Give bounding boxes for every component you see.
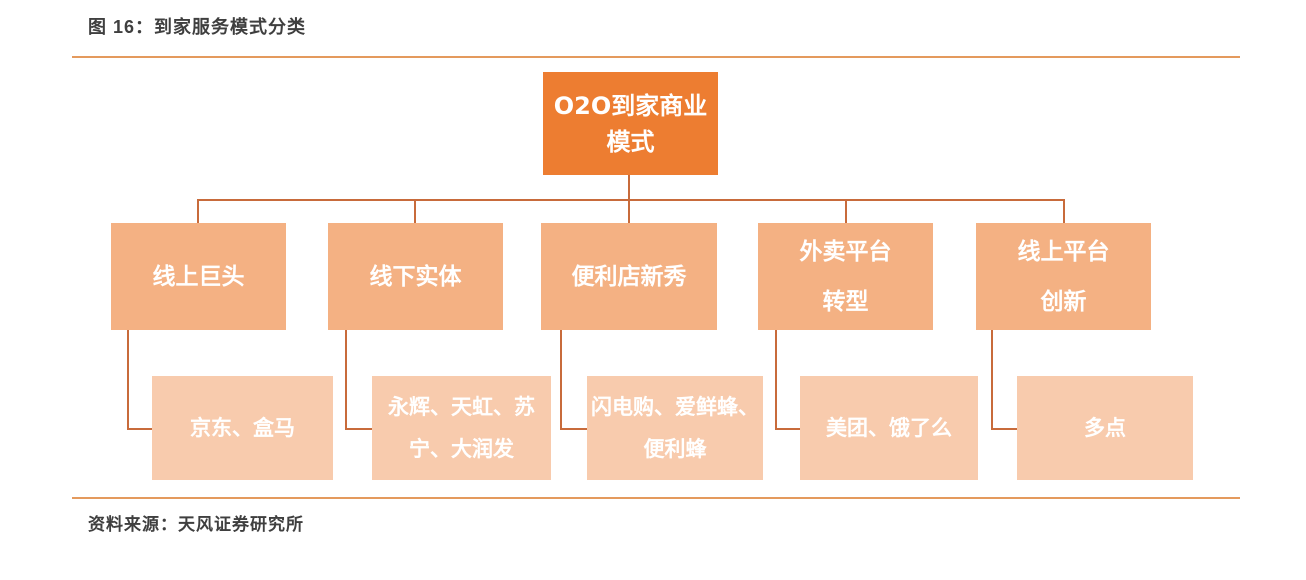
node-examples-online-platform-innovation: 多点 [1017, 376, 1193, 480]
node-o2o-root: O2O到家商业 模式 [543, 72, 718, 175]
node-examples-offline-retail: 永辉、天虹、苏 宁、大润发 [372, 376, 551, 480]
connector-elbow-v-1 [127, 330, 129, 430]
node-category-delivery-platform-transition: 外卖平台 转型 [758, 223, 933, 330]
figure-title: 图 16：到家服务模式分类 [88, 17, 307, 37]
source-note: 资料来源：天风证券研究所 [88, 515, 304, 534]
connector-elbow-h-1 [127, 428, 154, 430]
connector-elbow-h-5 [991, 428, 1019, 430]
connector-elbow-v-2 [345, 330, 347, 430]
connector-elbow-v-3 [560, 330, 562, 430]
connector-elbow-v-4 [775, 330, 777, 430]
connector-elbow-h-3 [560, 428, 589, 430]
connector-drop-4 [845, 199, 847, 225]
connector-drop-3 [628, 199, 630, 225]
connector-drop-1 [197, 199, 199, 225]
connector-root-stem [628, 175, 630, 200]
footer-divider [72, 497, 1240, 499]
connector-drop-5 [1063, 199, 1065, 225]
node-category-offline-retail: 线下实体 [328, 223, 503, 330]
node-examples-online-giants: 京东、盒马 [152, 376, 333, 480]
connector-bus [197, 199, 1065, 201]
node-category-online-platform-innovation: 线上平台 创新 [976, 223, 1151, 330]
connector-elbow-h-2 [345, 428, 374, 430]
node-examples-convenience-newcomers: 闪电购、爱鲜蜂、 便利蜂 [587, 376, 763, 480]
node-category-online-giants: 线上巨头 [111, 223, 286, 330]
connector-elbow-h-4 [775, 428, 802, 430]
connector-drop-2 [414, 199, 416, 225]
node-examples-delivery-platform-transition: 美团、饿了么 [800, 376, 978, 480]
connector-elbow-v-5 [991, 330, 993, 430]
node-category-convenience-newcomers: 便利店新秀 [541, 223, 717, 330]
title-divider [72, 56, 1240, 58]
